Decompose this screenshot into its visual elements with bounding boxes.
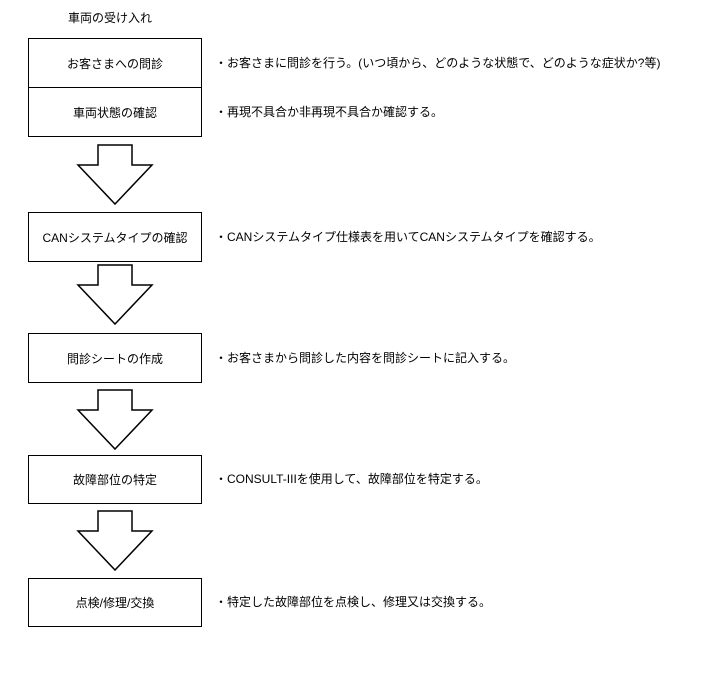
- down-arrow-icon: [76, 144, 154, 206]
- flow-desc-can-system-type-check: ・CANシステムタイプ仕様表を用いてCANシステムタイプを確認する。: [215, 229, 601, 244]
- down-arrow-icon: [76, 510, 154, 572]
- flow-desc-fault-location-identification: ・CONSULT-IIIを使用して、故障部位を特定する。: [215, 472, 488, 486]
- flow-desc-customer-interview: ・お客さまに問診を行う。(いつ頃から、どのような状態で、どのような症状か?等): [215, 55, 661, 70]
- flow-box-can-system-type-check: CANシステムタイプの確認: [28, 212, 202, 262]
- flow-box-customer-interview: お客さまへの問診: [28, 38, 202, 88]
- flow-box-vehicle-condition-check: 車両状態の確認: [28, 87, 202, 137]
- flow-box-label: 点検/修理/交換: [75, 596, 155, 610]
- flow-box-label: CANシステムタイプの確認: [42, 230, 188, 245]
- flow-box-label: 車両状態の確認: [72, 105, 157, 120]
- down-arrow-icon: [76, 389, 154, 451]
- flow-box-inspect-repair-replace: 点検/修理/交換: [28, 578, 202, 627]
- down-arrow-icon: [76, 264, 154, 326]
- flow-box-label: お客さまへの問診: [66, 56, 163, 71]
- flow-desc-vehicle-condition-check: ・再現不具合か非再現不具合か確認する。: [215, 104, 444, 119]
- flow-box-interview-sheet-creation: 問診シートの作成: [28, 333, 202, 383]
- flow-box-fault-location-identification: 故障部位の特定: [28, 455, 202, 504]
- flow-desc-interview-sheet-creation: ・お客さまから問診した内容を問診シートに記入する。: [215, 350, 516, 365]
- flow-box-label: 故障部位の特定: [72, 473, 157, 487]
- flow-title: 車両の受け入れ: [68, 11, 153, 25]
- flow-desc-inspect-repair-replace: ・特定した故障部位を点検し、修理又は交換する。: [215, 595, 492, 609]
- flow-box-label: 問診シートの作成: [66, 351, 163, 366]
